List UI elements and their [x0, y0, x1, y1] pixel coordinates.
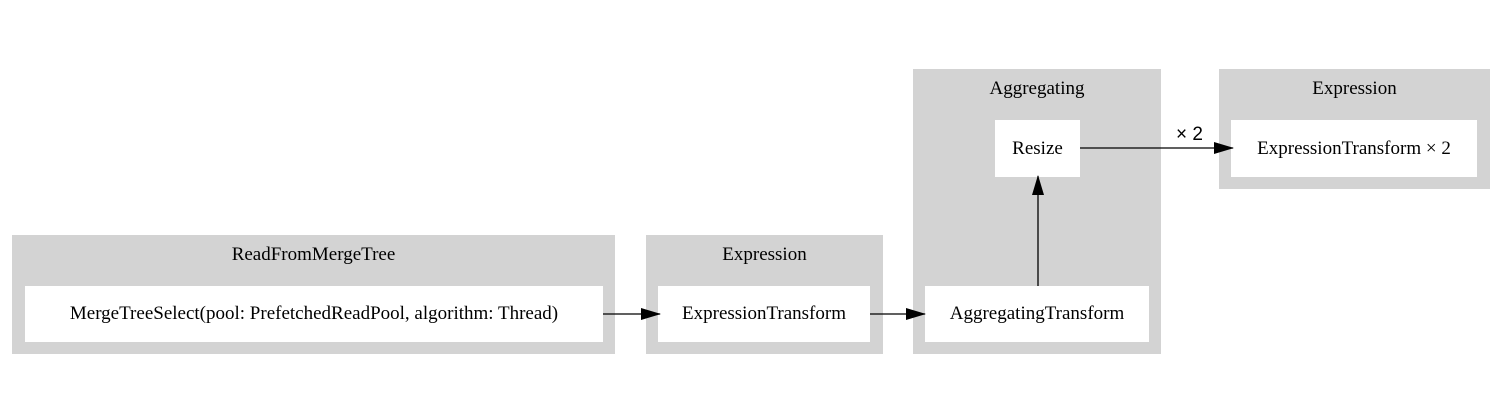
- node-aggregating-transform: AggregatingTransform: [925, 286, 1149, 342]
- cluster-aggregating: Aggregating Resize AggregatingTransform: [913, 69, 1161, 354]
- cluster-read-from-merge-tree: ReadFromMergeTree MergeTreeSelect(pool: …: [12, 235, 615, 354]
- cluster-expression-1: Expression ExpressionTransform: [646, 235, 883, 354]
- cluster-title: ReadFromMergeTree: [231, 244, 396, 265]
- node-resize: Resize: [995, 120, 1080, 177]
- cluster-title: Aggregating: [989, 78, 1085, 99]
- node-expression-transform-x2: ExpressionTransform × 2: [1231, 120, 1477, 177]
- cluster-title: Expression: [1312, 78, 1397, 99]
- node-merge-tree-select: MergeTreeSelect(pool: PrefetchedReadPool…: [25, 286, 603, 342]
- cluster-title: Expression: [722, 244, 807, 265]
- cluster-expression-2: Expression ExpressionTransform × 2: [1219, 69, 1490, 189]
- edge-label-x2: × 2: [1176, 124, 1203, 145]
- node-expression-transform: ExpressionTransform: [658, 286, 870, 342]
